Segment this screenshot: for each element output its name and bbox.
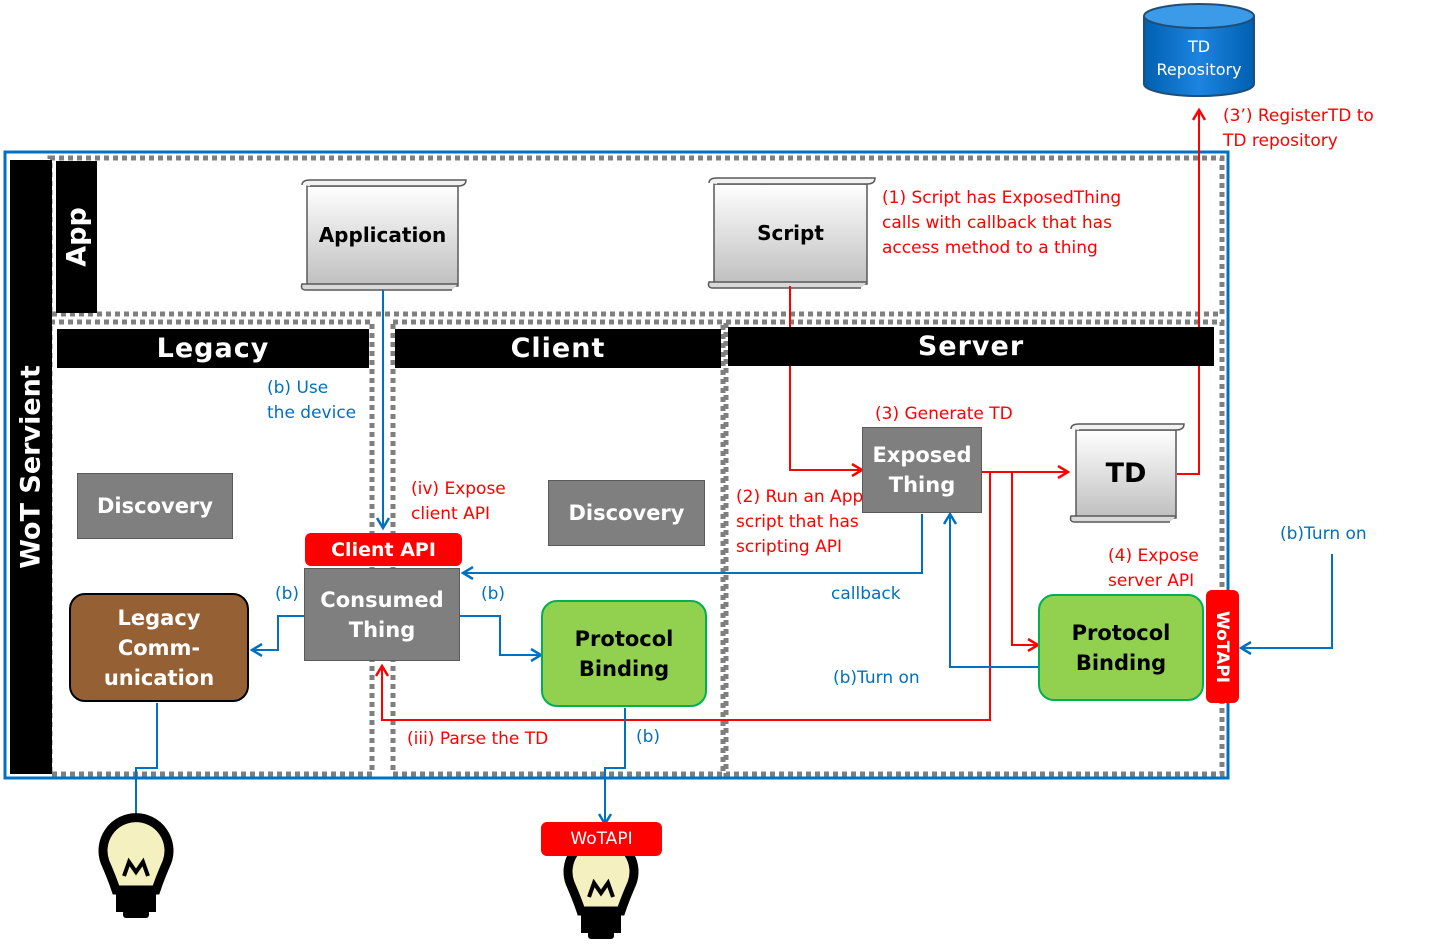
run-app-script-annotation: (2) Run an App script that has scripting… [736, 487, 864, 557]
client-header: Client [395, 329, 721, 368]
td-label: TD [1105, 457, 1147, 489]
application-scroll [300, 179, 467, 291]
client-discovery-box: Discovery [548, 480, 705, 546]
b-right-annotation: (b) [481, 584, 506, 604]
parse-td-annotation: (iii) Parse the TD [407, 729, 549, 749]
client-bulb-arrow [605, 708, 626, 824]
expose-server-api-annotation: (4) Expose server API [1108, 546, 1199, 591]
app-title: App [61, 207, 92, 267]
exposed-thing-box: Exposed Thing [862, 427, 982, 513]
legacy-bulb-icon [98, 813, 174, 918]
client-protocol-binding-box: Protocol Binding [541, 600, 707, 707]
register-td-annotation: (3’) RegisterTD to TD repository [1223, 106, 1374, 151]
server-protocol-binding-box: Protocol Binding [1038, 594, 1204, 701]
server-wot-api-tag: WoTAPI [1206, 590, 1239, 703]
legacy-communication-box: Legacy Comm- unication [69, 593, 249, 702]
turn-on-external-arrow [1241, 554, 1333, 648]
td-scroll [1069, 423, 1185, 523]
legacy-bulb-arrow [136, 703, 158, 824]
use-device-annotation: (b) Use the device [267, 378, 357, 423]
legacy-comm-arrow [252, 615, 305, 650]
servient-header: WoT Servient [10, 160, 52, 774]
b-bottom-annotation: (b) [636, 727, 661, 747]
client-api-tag: Client API [305, 533, 462, 566]
script-scroll [707, 177, 876, 289]
turn-on-server-arrow [950, 514, 1038, 668]
expose-server-api-arrow [982, 471, 1038, 645]
script-calls-annotation: (1) Script has ExposedThing calls with c… [882, 188, 1122, 258]
td-repository-cylinder [1143, 3, 1255, 97]
script-label: Script [757, 221, 824, 245]
callback-annotation: callback [831, 584, 901, 604]
generate-td-annotation: (3) Generate TD [875, 404, 1013, 424]
protocol-binding-arrow [460, 615, 541, 655]
callback-arrow [463, 514, 923, 573]
servient-title: WoT Servient [15, 365, 47, 569]
app-header: App [56, 161, 97, 313]
turn-on-external-annotation: (b)Turn on [1280, 524, 1367, 544]
server-header: Server [728, 327, 1214, 366]
legacy-discovery-box: Discovery [77, 473, 233, 539]
blue-flows [136, 290, 1333, 824]
td-repository-label: TD Repository [1156, 37, 1242, 79]
b-left-annotation: (b) [275, 584, 300, 604]
client-region [390, 319, 726, 777]
servient-border [3, 150, 1230, 780]
client-wot-api-tag: WoTAPI [541, 822, 662, 856]
parse-td-arrow [382, 472, 991, 721]
consumed-thing-box: Consumed Thing [304, 568, 460, 661]
legacy-header: Legacy [57, 329, 369, 368]
server-wot-api-label: WoTAPI [1212, 610, 1233, 683]
server-region [723, 319, 1225, 777]
register-td-arrow [1177, 110, 1199, 475]
turn-on-server-annotation: (b)Turn on [833, 668, 920, 688]
application-label: Application [318, 223, 447, 247]
expose-client-api-annotation: (iv) Expose client API [411, 479, 506, 524]
